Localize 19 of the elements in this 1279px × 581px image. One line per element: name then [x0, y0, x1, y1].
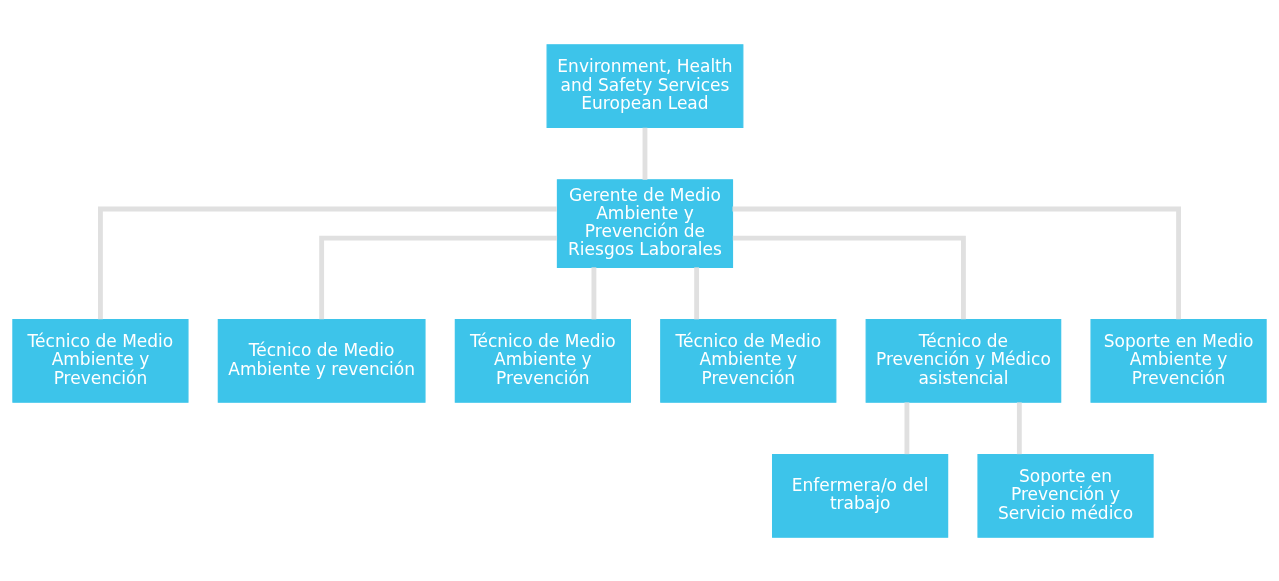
connector	[642, 127, 648, 180]
connector	[591, 266, 597, 319]
connector	[904, 401, 910, 454]
node-box: Enfermera/o del trabajo	[772, 453, 949, 538]
connector	[319, 235, 558, 319]
node-box: Soporte en Prevención y Servicio médico	[977, 453, 1154, 538]
node-box: Environment, Health and Safety Services European Lead	[546, 43, 744, 128]
node-box: Soporte en Medio Ambiente y Prevención	[1090, 318, 1267, 403]
node-box: Técnico de Prevención y Médico asistencial	[865, 318, 1062, 403]
node-box: Técnico de Medio Ambiente y Prevención	[12, 318, 189, 403]
connector	[732, 206, 1181, 319]
node-box: Técnico de Medio Ambiente y Prevención	[660, 318, 837, 403]
connector	[732, 235, 966, 319]
connector	[694, 266, 700, 319]
connector	[98, 206, 557, 319]
node-box: Técnico de Medio Ambiente y Prevención	[454, 318, 631, 403]
connector	[1016, 401, 1022, 454]
node-box: Gerente de Medio Ambiente y Prevención de Riesgos Laborales	[556, 178, 734, 268]
node-box: Técnico de Medio Ambiente y revención	[217, 318, 426, 403]
